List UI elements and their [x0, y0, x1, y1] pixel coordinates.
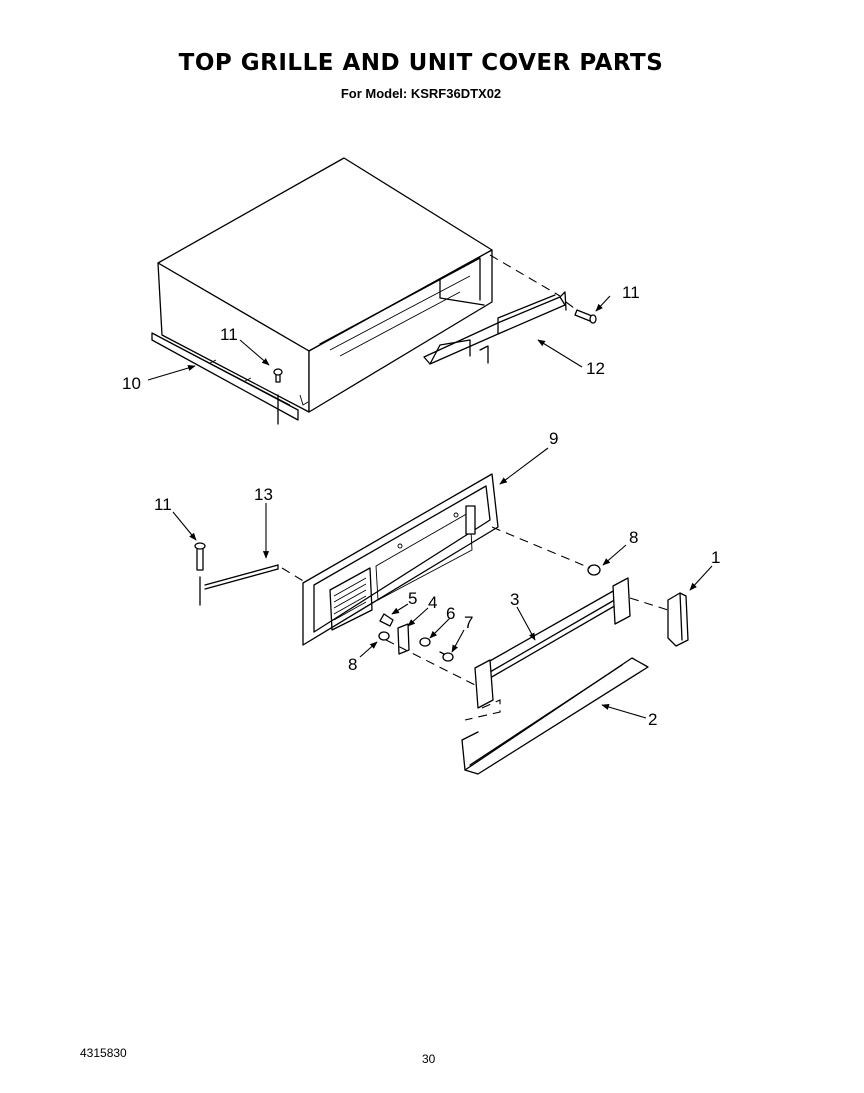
alignment-line-right — [491, 526, 591, 569]
callout-11-cover: 11 — [220, 325, 238, 344]
page-number: 30 — [422, 1052, 436, 1066]
trim-strip-part-2 — [461, 657, 649, 775]
end-cap-part-1 — [667, 592, 689, 647]
bracket-part-12 — [423, 291, 567, 365]
alignment-line-rod — [281, 567, 306, 583]
model-subtitle: For Model: KSRF36DTX02 — [340, 86, 502, 101]
callout-4: 4 — [428, 593, 437, 612]
callout-10: 10 — [122, 374, 141, 393]
rod-part-13 — [199, 564, 279, 606]
alignment-line-endcap — [629, 597, 669, 611]
callout-11-left: 11 — [154, 495, 172, 514]
unit-cover-part-10 — [151, 157, 493, 425]
alignment-line-top — [489, 254, 579, 312]
callout-11-top-right: 11 — [622, 283, 640, 302]
small-hardware-parts-4-8 — [378, 564, 601, 662]
callout-3: 3 — [510, 590, 519, 609]
callout-9: 9 — [549, 429, 558, 448]
document-number: 4315830 — [80, 1046, 127, 1060]
callout-12: 12 — [586, 359, 605, 378]
screw-part-11-left — [194, 542, 206, 571]
callout-5: 5 — [408, 589, 417, 608]
page-title: TOP GRILLE AND UNIT COVER PARTS — [178, 50, 664, 76]
callout-8-left: 8 — [348, 655, 357, 674]
grille-frame-part-9 — [302, 473, 499, 646]
callout-labels: 11 12 11 10 9 11 13 8 1 3 5 4 6 7 8 2 — [122, 283, 720, 729]
screw-part-11-top-right — [574, 309, 597, 324]
callout-2: 2 — [648, 710, 657, 729]
callout-1: 1 — [711, 548, 720, 567]
leader-lines — [147, 295, 713, 719]
callout-7: 7 — [464, 613, 473, 632]
rail-part-3 — [464, 577, 631, 721]
callout-8-right: 8 — [629, 528, 638, 547]
callout-13: 13 — [254, 485, 273, 504]
alignment-line-left — [385, 639, 476, 686]
callout-6: 6 — [446, 604, 455, 623]
